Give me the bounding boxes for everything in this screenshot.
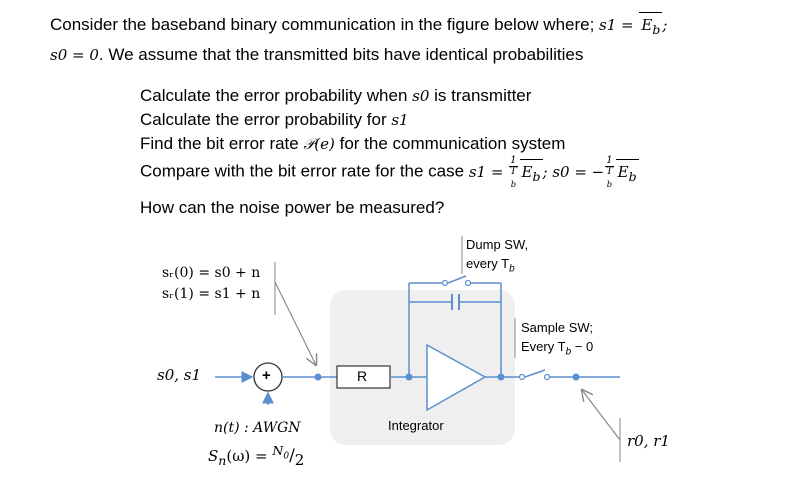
junction-node	[497, 373, 505, 381]
junction-node	[314, 373, 322, 381]
question-4: Compare with the bit error rate for the …	[140, 155, 639, 189]
resistor-label: R	[357, 368, 368, 384]
dump-switch-contact	[464, 279, 472, 287]
intro-line-2: s0 = 0. We assume that the transmitted b…	[50, 45, 584, 64]
dump-switch-label: Dump SW, every Tb	[466, 237, 529, 275]
question-2: Calculate the error probability for s1	[140, 110, 409, 129]
intro-line-1: Consider the baseband binary communicati…	[50, 12, 780, 42]
s0-definition: s0 = 0	[50, 46, 99, 64]
sample-switch-contact	[543, 373, 551, 381]
sample-switch-label: Sample SW; Every Tb − 0	[521, 320, 594, 358]
integrator-label: Integrator	[388, 418, 444, 433]
question-list: Calculate the error probability when s0 …	[140, 84, 780, 220]
dump-switch-blade	[447, 275, 467, 284]
integrator-box	[330, 290, 515, 445]
sqrt-eb: Eb	[639, 12, 663, 42]
question-3: Find the bit error rate 𝒫(e) for the com…	[140, 134, 566, 153]
noise-label: n(t) : AWGN	[214, 420, 301, 436]
output-pointer	[582, 390, 621, 441]
received-signal-pointer	[274, 281, 316, 365]
question-5: How can the noise power be measured?	[140, 198, 445, 217]
sample-switch-contact	[518, 373, 526, 381]
input-signal-label: s0, s1	[157, 366, 202, 384]
sqrt-eb: Eb	[615, 158, 639, 189]
problem-statement: Consider the baseband binary communicati…	[50, 12, 780, 68]
output-node	[572, 373, 580, 381]
opamp-triangle	[426, 343, 487, 412]
noise-psd-label: Sn(ω) = N0/2	[208, 443, 305, 469]
s1-definition: s1 = Eb;	[599, 12, 667, 37]
sample-switch-blade	[524, 369, 546, 378]
question-1: Calculate the error probability when s0 …	[140, 86, 532, 105]
dump-switch-contact	[441, 279, 449, 287]
received-signal-label: sᵣ(0) = s0 + n sᵣ(1) = s1 + n	[162, 265, 261, 302]
sqrt-eb: Eb	[519, 158, 543, 189]
output-label: r0, r1	[627, 432, 670, 450]
adder-symbol: +	[262, 367, 271, 384]
